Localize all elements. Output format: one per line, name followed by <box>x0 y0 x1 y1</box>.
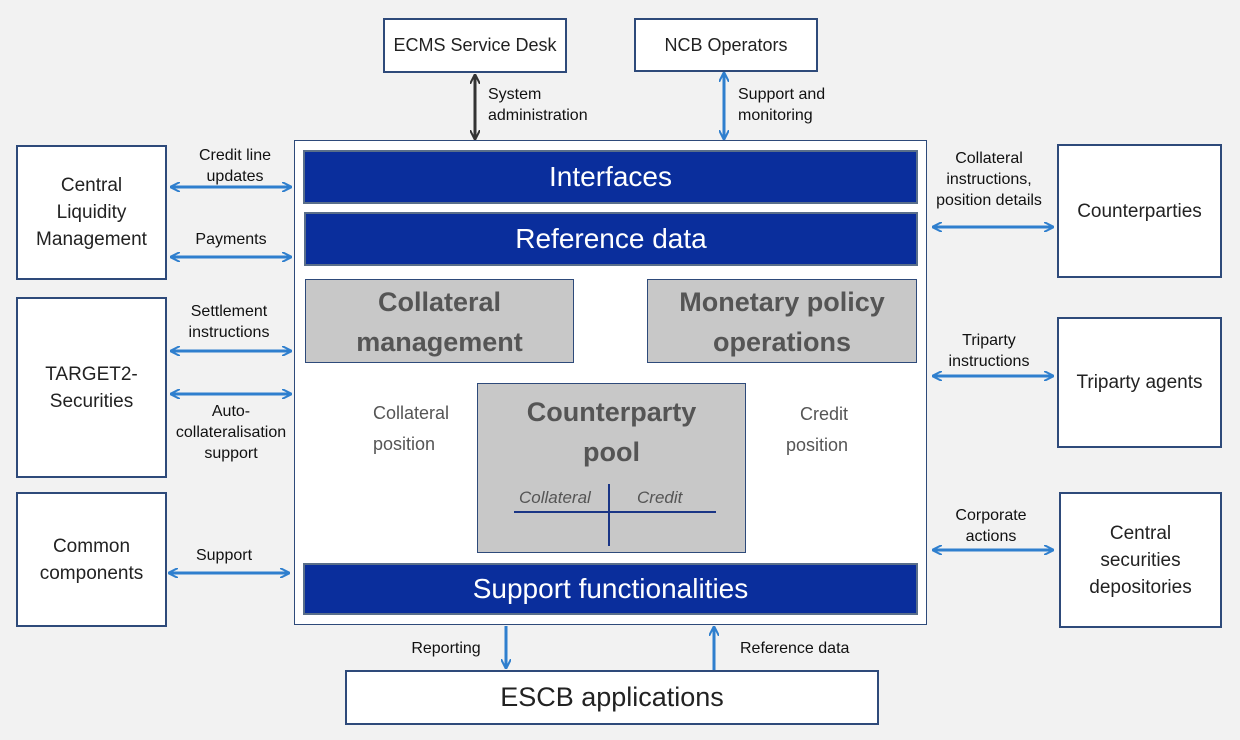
csd-line-1: Central <box>1109 522 1172 544</box>
collateral-position-line-2: position <box>373 434 436 454</box>
clm-box: Central Liquidity Management <box>16 145 167 280</box>
ncb-operators-label: NCB Operators <box>664 34 788 55</box>
auto-coll-line-3: support <box>204 445 258 462</box>
corporate-line-2: actions <box>965 528 1017 545</box>
clm-line-3: Management <box>36 229 147 250</box>
reference-data-label: Reference data <box>515 223 707 254</box>
collateral-management-line-1: Collateral <box>377 287 502 317</box>
collateral-management-module: Collateral management <box>305 279 574 363</box>
credit-line-label: Credit line updates <box>176 145 294 187</box>
support-functionalities-label: Support functionalities <box>472 573 749 604</box>
credit-position-label: Credit position <box>775 399 848 461</box>
settlement-line-2: instructions <box>188 324 270 341</box>
collateral-instr-line-2: instructions, <box>946 171 1032 188</box>
interfaces-bar: Interfaces <box>303 150 918 204</box>
interfaces-label: Interfaces <box>549 161 672 192</box>
counterparty-pool-line-1: Counterparty <box>526 397 697 427</box>
support-monitoring-label: Support and monitoring <box>738 84 825 126</box>
bottom-reference-data-label: Reference data <box>740 640 850 657</box>
triparty-agents-label: Triparty agents <box>1076 372 1203 393</box>
ncb-operators-box: NCB Operators <box>634 18 818 72</box>
auto-coll-line-2: collateralisation <box>175 424 287 441</box>
escb-applications-label: ESCB applications <box>500 682 724 712</box>
system-admin-label: System administration <box>488 84 588 126</box>
support-functionalities-bar: Support functionalities <box>303 563 918 615</box>
t2s-label: TARGET2- Securities <box>45 361 138 415</box>
support-monitoring-line-1: Support and <box>738 86 826 103</box>
csd-line-3: depositories <box>1089 576 1192 598</box>
csd-box: Central securities depositories <box>1059 492 1222 628</box>
reference-data-bar: Reference data <box>304 212 918 266</box>
common-components-label: Common components <box>40 533 144 587</box>
credit-position-line-1: Credit <box>799 404 848 424</box>
pool-divider-vertical <box>608 484 610 546</box>
credit-line-line-1: Credit line <box>198 147 272 164</box>
common-line-1: Common <box>52 535 131 557</box>
ecms-service-desk-box: ECMS Service Desk <box>383 18 567 73</box>
escb-applications-box: ESCB applications <box>345 670 879 725</box>
monetary-policy-line-1: Monetary policy <box>679 287 885 317</box>
system-admin-line-1: System <box>488 86 542 103</box>
system-admin-line-2: administration <box>488 107 588 124</box>
payments-label: Payments <box>195 231 267 248</box>
collateral-management-line-2: management <box>356 327 523 357</box>
csd-label: Central securities depositories <box>1089 520 1191 601</box>
t2s-line-1: TARGET2- <box>45 363 138 385</box>
settlement-label: Settlement instructions <box>172 301 286 343</box>
triparty-instr-line-1: Triparty <box>962 332 1016 349</box>
pool-divider-horizontal <box>514 511 716 513</box>
common-components-box: Common components <box>16 492 167 627</box>
counterparties-box: Counterparties <box>1057 144 1222 278</box>
corporate-label: Corporate actions <box>936 505 1046 547</box>
pool-collateral-label: Collateral <box>519 488 591 507</box>
counterparty-pool-line-2: pool <box>583 437 640 467</box>
clm-label: Central Liquidity Management <box>36 172 147 253</box>
triparty-instr-line-2: instructions <box>948 353 1030 370</box>
t2s-line-2: Securities <box>49 390 134 412</box>
clm-line-2: Liquidity <box>56 202 127 223</box>
collateral-instr-line-3: position details <box>936 192 1042 209</box>
t2s-box: TARGET2- Securities <box>16 297 167 478</box>
settlement-line-1: Settlement <box>190 303 268 320</box>
collateral-position-label: Collateral position <box>373 398 449 460</box>
credit-position-line-2: position <box>785 435 848 455</box>
triparty-agents-box: Triparty agents <box>1057 317 1222 448</box>
auto-coll-line-1: Auto- <box>211 403 251 420</box>
monetary-policy-module: Monetary policy operations <box>647 279 917 363</box>
monetary-policy-line-2: operations <box>712 327 852 357</box>
corporate-line-1: Corporate <box>955 507 1027 524</box>
auto-coll-label: Auto- collateralisation support <box>168 401 294 464</box>
triparty-instr-label: Triparty instructions <box>934 330 1044 372</box>
reporting-label: Reporting <box>411 640 481 657</box>
csd-line-2: securities <box>1100 549 1181 571</box>
ecms-service-desk-label: ECMS Service Desk <box>393 35 557 55</box>
counterparty-pool-module: Counterparty pool <box>477 383 746 553</box>
collateral-instr-line-1: Collateral <box>955 150 1023 167</box>
support-label: Support <box>195 547 253 564</box>
common-line-2: components <box>39 562 144 584</box>
collateral-instr-label: Collateral instructions, position detail… <box>926 148 1052 211</box>
credit-line-line-2: updates <box>206 168 264 185</box>
pool-credit-label: Credit <box>637 488 683 507</box>
support-monitoring-line-2: monitoring <box>738 107 813 124</box>
collateral-position-line-1: Collateral <box>373 403 450 423</box>
clm-line-1: Central <box>60 175 123 196</box>
counterparties-label: Counterparties <box>1077 200 1202 222</box>
